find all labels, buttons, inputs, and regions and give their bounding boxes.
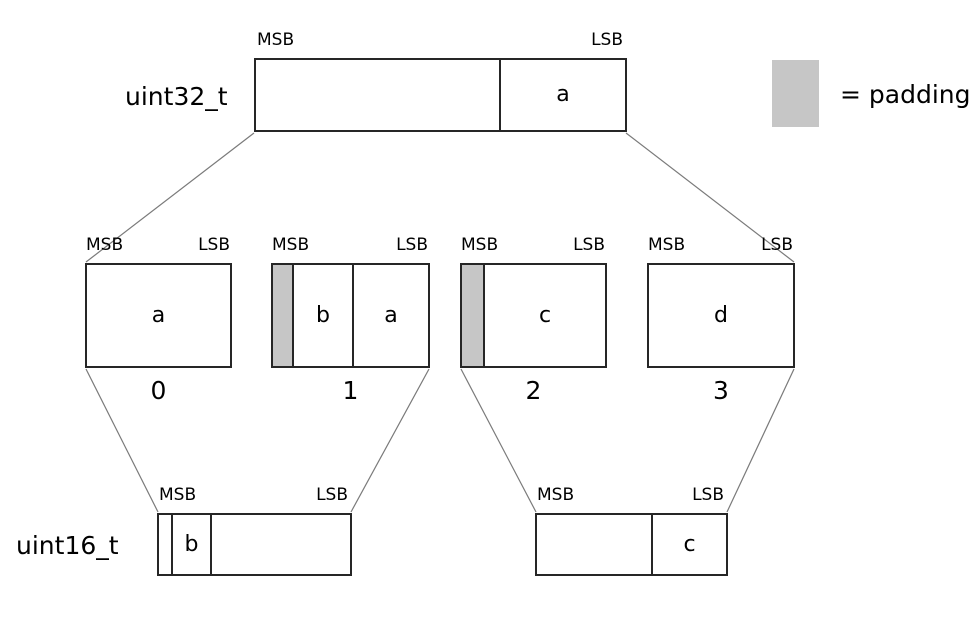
byte-2-padding-cell [462,265,485,366]
uint32-lsb-label: LSB [591,30,623,50]
byte-2-box: c [460,263,607,368]
byte-1-cell-a: a [354,265,428,366]
byte-3-lsb-label: LSB [761,235,793,255]
byte-0-msb-label: MSB [86,235,124,255]
uint32-bitfield-box: a [254,58,627,132]
uint32-cell-a: a [501,60,625,130]
legend-padding-label: = padding [840,80,971,109]
uint16-0-cell-empty-0 [159,515,173,574]
byte-0-box: a [85,263,232,368]
uint16-type-label: uint16_t [16,531,119,560]
byte-3-box: d [647,263,795,368]
byte-0-lsb-label: LSB [198,235,230,255]
uint16-box-1: c [535,513,728,576]
byte-2-lsb-label: LSB [573,235,605,255]
byte-index-3: 3 [713,376,729,405]
uint32-type-label: uint32_t [125,82,228,111]
padding-swatch-icon [772,60,819,127]
uint32-msb-label: MSB [257,30,295,50]
uint16-0-lsb-label: LSB [316,485,348,505]
uint16-1-msb-label: MSB [537,485,575,505]
uint16-0-cell-b: b [173,515,212,574]
byte-3-msb-label: MSB [648,235,686,255]
byte-3-cell-d: d [649,265,793,366]
uint16-1-lsb-label: LSB [692,485,724,505]
byte-index-1: 1 [342,376,359,405]
byte-index-0: 0 [150,376,167,405]
byte-1-lsb-label: LSB [396,235,428,255]
byte-2-cell-c: c [485,265,605,366]
uint16-box-0: b [157,513,352,576]
uint16-1-cell-c: c [653,515,726,574]
byte-1-cell-b: b [294,265,354,366]
byte-index-2: 2 [525,376,542,405]
uint32-cell-empty-0 [256,60,501,130]
uint16-0-cell-empty-2 [212,515,350,574]
byte-0-cell-a: a [87,265,230,366]
byte-2-msb-label: MSB [461,235,499,255]
byte-1-padding-cell [273,265,294,366]
uint16-0-msb-label: MSB [159,485,197,505]
uint16-1-cell-empty-0 [537,515,653,574]
byte-1-msb-label: MSB [272,235,310,255]
